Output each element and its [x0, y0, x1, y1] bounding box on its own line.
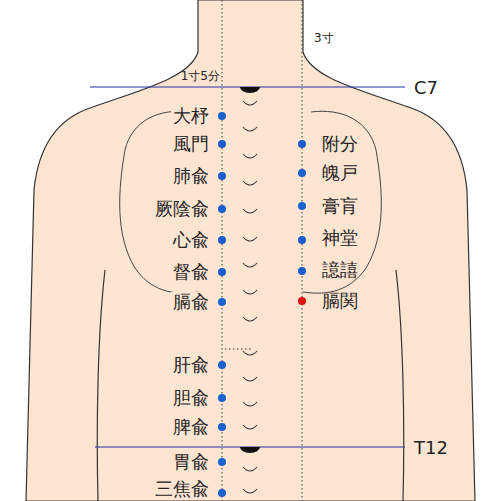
point-name: 魄戸 [320, 163, 360, 183]
vertebra-label: T12 [412, 438, 450, 458]
dimension-label: 1寸5分 [179, 70, 222, 83]
vertebra-arc [243, 181, 257, 185]
acupoint-dot [298, 236, 306, 244]
acupoint-dot [218, 172, 226, 180]
point-name: 肺兪 [171, 166, 211, 186]
guide-line [225, 348, 252, 349]
point-name: 膈関 [320, 291, 360, 311]
acupoint-dot [298, 202, 306, 210]
acupoint-dot [218, 236, 226, 244]
vertebra-arc [243, 467, 257, 471]
arm-line [97, 270, 105, 501]
point-name: 三焦兪 [153, 479, 211, 499]
acupoint-dot [218, 394, 226, 402]
point-name: 肝兪 [171, 355, 211, 375]
vertebra-arc [243, 425, 257, 429]
point-name: 附分 [320, 134, 360, 154]
vertebra-arc [243, 263, 257, 267]
vertebra-arc [243, 351, 257, 355]
acupoint-dot [298, 267, 306, 275]
vertebra-arc [243, 127, 257, 131]
point-name: 胃兪 [171, 452, 211, 472]
vertebra-arc [243, 237, 257, 241]
torso-outline [26, 0, 475, 501]
vertebrae [243, 101, 257, 493]
arm-line [396, 270, 404, 501]
vertebra-mark [240, 447, 260, 453]
point-name: 脾兪 [171, 417, 211, 437]
point-name: 厥陰兪 [153, 199, 211, 219]
acupoint-dot [218, 205, 226, 213]
vertebra-arc [243, 209, 257, 213]
acupoint-dot [218, 489, 226, 497]
dimension-label: 3寸 [312, 32, 336, 45]
vertebra-arc [243, 290, 257, 294]
point-name: 大杼 [171, 106, 211, 126]
acupoint-dot [218, 423, 226, 431]
meridian-line [301, 0, 302, 501]
acupoint-dot [218, 112, 226, 120]
acupoint-dot [298, 169, 306, 177]
point-name: 心兪 [171, 230, 211, 250]
scapula-right [303, 111, 381, 293]
point-name: 譩譆 [320, 260, 360, 280]
acupoint-dot [298, 140, 306, 148]
acupoint-dot [298, 297, 306, 305]
vertebra-arc [243, 317, 257, 321]
point-name: 膏肓 [320, 196, 360, 216]
points [218, 112, 306, 497]
vertebra-arc [243, 101, 257, 105]
vertebra-arc [243, 402, 257, 406]
acupoint-dot [218, 298, 226, 306]
vertebra-label: C7 [412, 78, 440, 98]
acupoint-dot [218, 458, 226, 466]
vertebra-arc [243, 489, 257, 493]
point-name: 督兪 [171, 262, 211, 282]
point-name: 神堂 [320, 228, 360, 248]
point-name: 胆兪 [171, 388, 211, 408]
point-name: 風門 [171, 134, 211, 154]
acupoint-dot [218, 140, 226, 148]
vertebra-arc [243, 377, 257, 381]
point-name: 膈兪 [171, 292, 211, 312]
acupoint-dot [218, 268, 226, 276]
vertebra-mark [240, 87, 260, 93]
acupoint-dot [218, 361, 226, 369]
vertebra-arc [243, 154, 257, 158]
